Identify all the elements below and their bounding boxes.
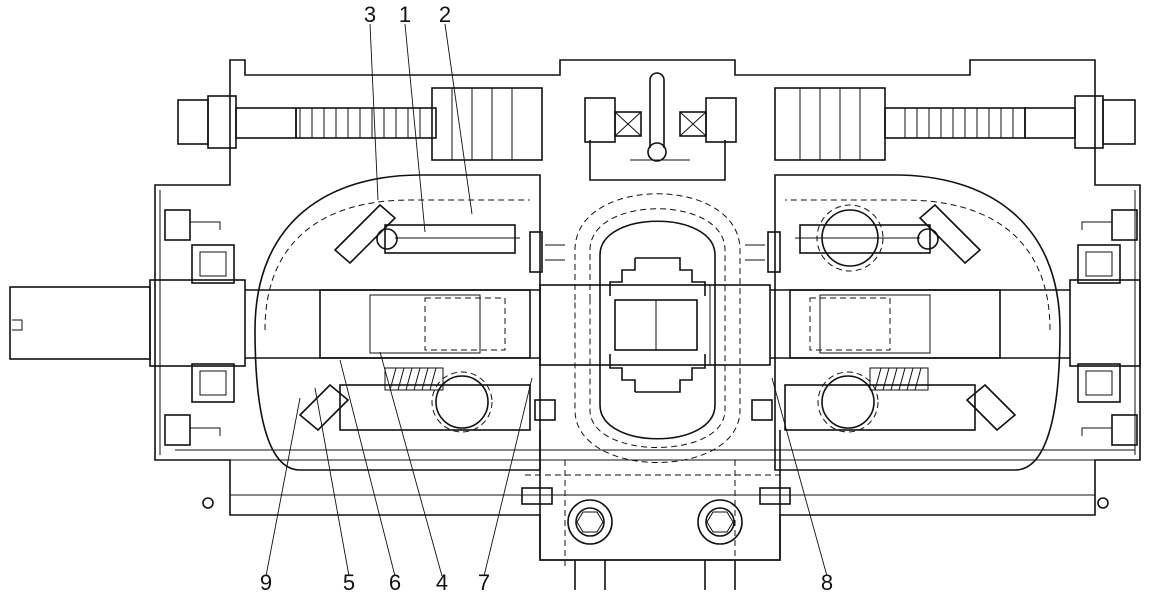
- leader-lines: [265, 23, 828, 577]
- valve-plates: [529, 231, 781, 273]
- callout-label-1: 1: [399, 2, 411, 27]
- top-adjuster-left: [177, 87, 642, 161]
- callout-label-5: 5: [343, 570, 355, 594]
- lifting-handle: [589, 72, 726, 181]
- center-coupling: [521, 193, 791, 590]
- callout-label-7: 7: [478, 570, 490, 594]
- bearing-left: [164, 209, 235, 446]
- callout-label-6: 6: [389, 570, 401, 594]
- bearing-right: [1077, 209, 1138, 446]
- rotating-group-right: [774, 174, 1061, 471]
- top-adjuster-right: [679, 87, 1136, 161]
- callout-labels: 1 2 3 4 5 6 7 8 9: [260, 2, 833, 594]
- callout-label-3: 3: [364, 2, 376, 27]
- callout-label-2: 2: [439, 2, 451, 27]
- callout-label-4: 4: [436, 570, 448, 594]
- rotating-group-left: [254, 174, 541, 471]
- pump-housing: [154, 59, 1141, 561]
- callout-label-9: 9: [260, 570, 272, 594]
- drain-plugs: [202, 497, 1109, 509]
- callout-label-8: 8: [821, 570, 833, 594]
